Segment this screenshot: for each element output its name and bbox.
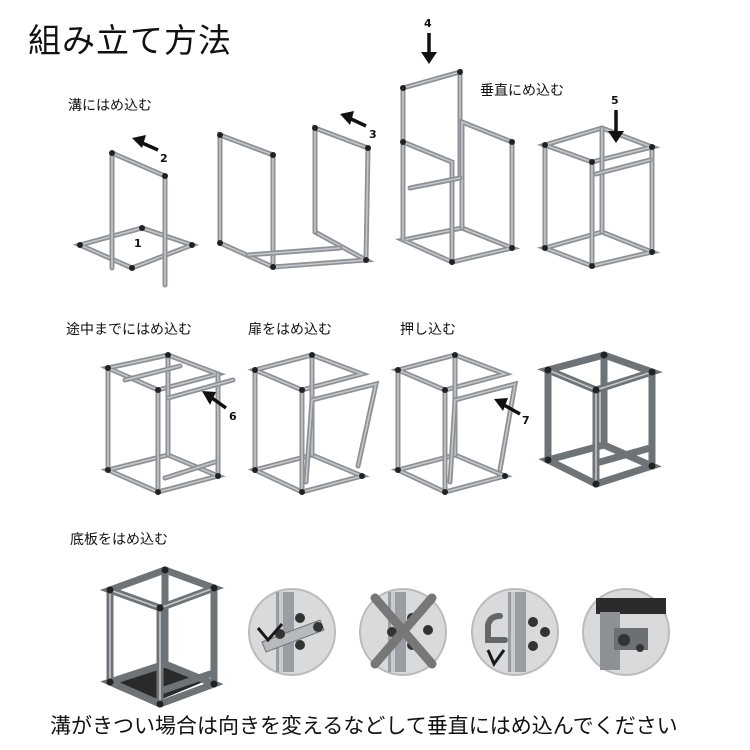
figure-step-8-complete	[537, 351, 663, 488]
figure-step-2: 3	[217, 111, 377, 270]
figure-bottom-board	[99, 566, 225, 708]
step-label-door: 扉をはめ込む	[248, 322, 332, 338]
number-3: 3	[369, 128, 377, 141]
number-1: 1	[134, 237, 142, 250]
step-label-push: 押し込む	[400, 322, 456, 338]
figure-step-5: 5	[537, 94, 661, 269]
step-label-bottom-board: 底板をはめ込む	[70, 532, 168, 548]
figure-step-6: 6	[99, 352, 237, 495]
number-4: 4	[424, 17, 432, 30]
closeup-finished	[582, 588, 670, 676]
number-2: 2	[160, 152, 168, 165]
number-6: 6	[229, 410, 237, 423]
page-title: 組み立て方法	[28, 21, 232, 60]
number-7: 7	[522, 414, 530, 427]
closeup-wrong-x	[359, 588, 447, 676]
figure-step-4: 4	[394, 17, 521, 265]
step-label-groove: 溝にはめ込む	[68, 98, 152, 114]
figure-step-7: 7	[390, 352, 530, 495]
closeup-correct-2	[471, 588, 559, 676]
step-label-vertical: 垂直にめ込む	[480, 83, 564, 99]
closeup-correct-1	[248, 588, 336, 676]
figure-step-6b	[247, 352, 380, 495]
number-5: 5	[611, 94, 619, 107]
figure-step-1: 1 2	[72, 135, 200, 288]
footer-note: 溝がきつい場合は向きを変えるなどして垂直にはめ込んでください	[50, 714, 678, 738]
step-label-halfway: 途中までにはめ込む	[66, 322, 192, 338]
